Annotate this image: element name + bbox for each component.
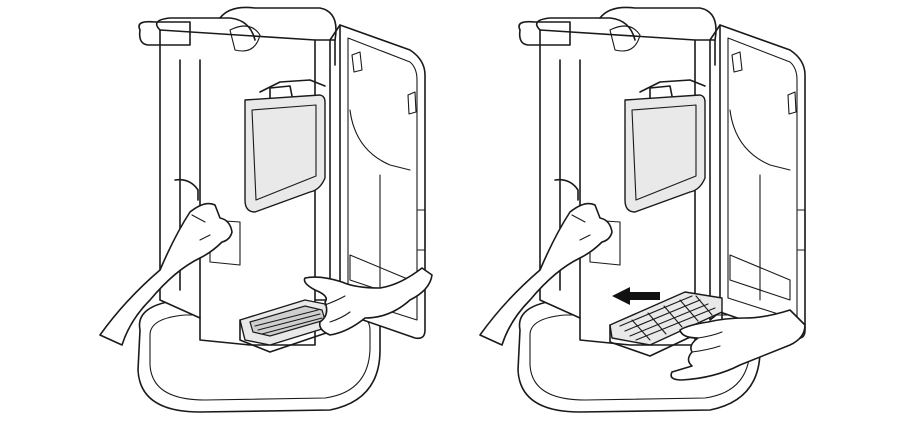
filter-grid-holes — [619, 295, 716, 341]
door-latch-side — [407, 91, 417, 115]
tank-window — [244, 94, 326, 213]
panel-step-1 — [80, 0, 500, 426]
panel-step-2 — [460, 0, 880, 426]
tank-window — [624, 94, 706, 213]
appliance-illustration-1 — [99, 6, 433, 413]
appliance-illustration-2 — [479, 6, 806, 413]
right-hand — [303, 267, 433, 336]
left-hand — [99, 202, 233, 346]
door-latch-top — [351, 51, 363, 73]
arrow-left-icon — [612, 287, 660, 305]
door-latch-side — [787, 91, 797, 115]
left-hand — [479, 202, 613, 346]
door-latch-top — [731, 51, 743, 73]
